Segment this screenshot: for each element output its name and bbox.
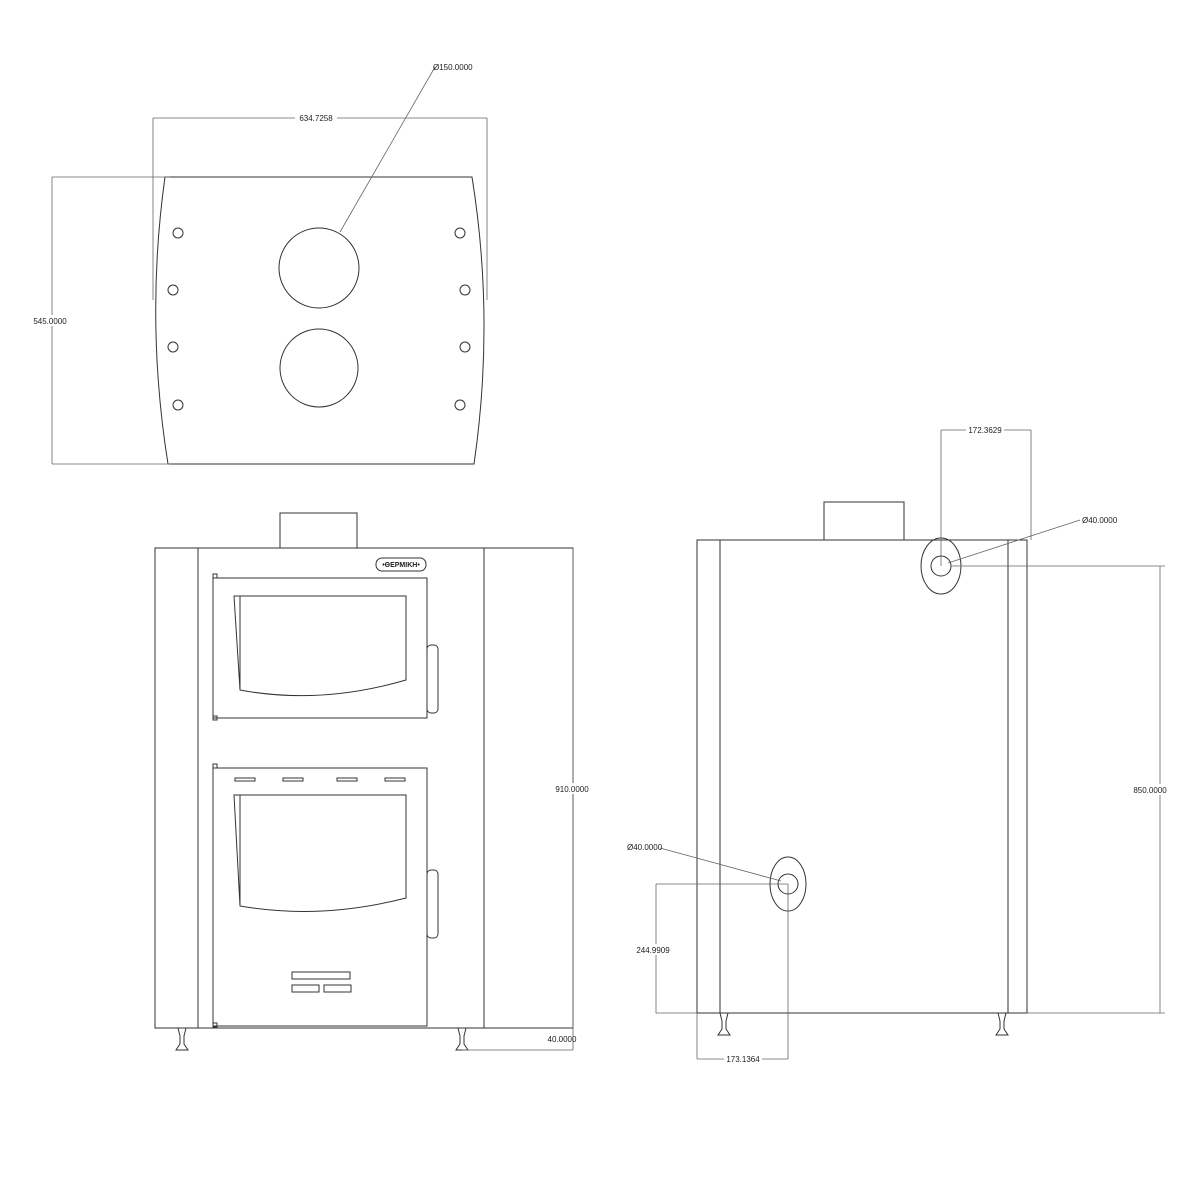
flue-hole-bottom xyxy=(279,328,359,408)
ash-grate xyxy=(291,971,352,993)
height-dimension-label: 910.0000 xyxy=(555,785,589,794)
upper-pipe-diameter-label: Ø40.0000 xyxy=(1082,516,1118,525)
air-vent-slots xyxy=(234,777,406,782)
foot-offset-label: 40.0000 xyxy=(548,1035,577,1044)
lower-pipe-leader xyxy=(659,847,782,882)
side-foot-left xyxy=(717,1012,731,1036)
front-view: •ΘΕΡΜΙΚΗ• 910.0000 40.0000 xyxy=(154,512,591,1051)
brand-logo: •ΘΕΡΜΙΚΗ• xyxy=(382,562,420,569)
foot-right xyxy=(455,1027,469,1051)
depth-dimension-label: 545.0000 xyxy=(33,317,67,326)
foot-left xyxy=(175,1027,189,1051)
flue-pipe xyxy=(279,512,358,549)
upper-door-handle[interactable] xyxy=(426,644,439,714)
lower-pipe-height-line xyxy=(655,883,788,1014)
lower-door[interactable] xyxy=(212,767,428,1027)
lower-door-window xyxy=(233,794,407,912)
flue-diameter-label: Ø150.0000 xyxy=(433,63,473,72)
brand-logo-badge xyxy=(375,557,427,572)
upper-pipe-offset-label: 172.3629 xyxy=(968,426,1002,435)
height-dimension-line xyxy=(462,548,574,1051)
lower-pipe-height-label: 244.9909 xyxy=(636,946,670,955)
side-flue-pipe xyxy=(823,501,905,541)
lower-pipe-diameter-label: Ø40.0000 xyxy=(627,843,663,852)
depth-dimension-line xyxy=(51,176,170,465)
side-foot-right xyxy=(995,1012,1009,1036)
flue-leader-line xyxy=(339,66,436,233)
lower-pipe-offset-label: 173.1364 xyxy=(726,1055,760,1064)
lower-pipe-offset-line xyxy=(696,884,789,1060)
front-panel-edges xyxy=(197,548,485,1028)
width-dimension-line xyxy=(152,117,488,300)
side-view: 172.3629 Ø40.0000 850.0000 Ø40.0000 244.… xyxy=(627,424,1170,1064)
upper-pipe-leader xyxy=(947,519,1081,564)
upper-pipe-height-label: 850.0000 xyxy=(1133,786,1167,795)
side-outline xyxy=(696,539,1028,1014)
width-dimension-label: 634.7258 xyxy=(299,114,333,123)
top-view-outline xyxy=(155,176,485,465)
upper-door-window xyxy=(233,595,407,697)
top-view: 634.7258 545.0000 Ø150.0000 xyxy=(33,63,488,465)
front-outline xyxy=(154,547,574,1029)
side-frame-lines xyxy=(719,540,1009,1013)
lower-door-handle[interactable] xyxy=(426,869,439,939)
mounting-holes xyxy=(167,227,471,411)
upper-door[interactable] xyxy=(212,577,428,719)
flue-hole-top xyxy=(278,227,360,309)
